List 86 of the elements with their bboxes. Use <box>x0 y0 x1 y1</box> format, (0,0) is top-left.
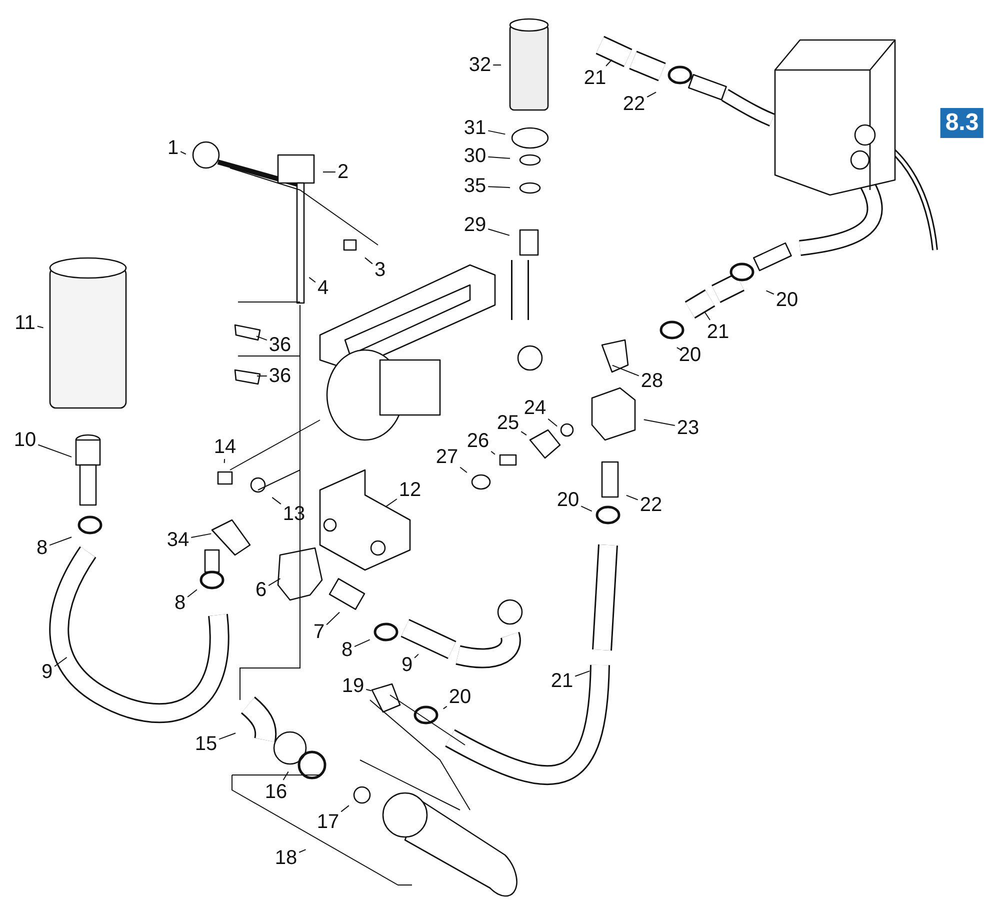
callout-number: 21 <box>582 67 608 89</box>
leader-line <box>268 578 281 586</box>
leader-line <box>460 466 468 473</box>
callout-number: 34 <box>166 529 190 551</box>
leader-line <box>766 290 774 295</box>
leader-line <box>574 670 590 677</box>
leader-line <box>354 639 370 648</box>
callout-number: 29 <box>462 214 488 236</box>
callout-number: 2 <box>336 161 350 183</box>
leader-line <box>442 706 448 710</box>
callout-number: 24 <box>522 397 548 419</box>
leader-line <box>298 849 306 853</box>
callout-number: 18 <box>274 847 298 869</box>
callout-number: 14 <box>212 436 238 458</box>
callout-number: 35 <box>462 175 488 197</box>
leader-line <box>488 186 510 188</box>
leader-line <box>54 656 68 667</box>
callout-number: 6 <box>254 579 268 601</box>
callout-number: 25 <box>496 412 520 434</box>
callout-number: 8 <box>35 537 49 559</box>
leader-line <box>272 496 282 505</box>
leader-line <box>308 276 316 283</box>
leader-line <box>626 494 638 500</box>
callout-number: 20 <box>678 344 702 366</box>
callout-number: 20 <box>556 489 580 511</box>
callout-number: 23 <box>676 417 700 439</box>
leader-line <box>488 228 510 236</box>
callout-number: 1 <box>166 137 180 159</box>
leader-line <box>606 59 612 66</box>
leader-line <box>488 156 511 159</box>
callout-number: 15 <box>194 733 218 755</box>
callout-number: 26 <box>466 430 490 452</box>
leader-line <box>256 336 268 341</box>
leader-line <box>187 589 198 598</box>
leader-line <box>190 533 212 538</box>
callout-number: 22 <box>638 494 664 516</box>
leader-line <box>704 312 710 320</box>
callout-number: 19 <box>340 675 366 697</box>
callout-number: 4 <box>316 277 330 299</box>
leader-line <box>364 257 373 264</box>
callout-number: 20 <box>774 289 800 311</box>
callout-number: 11 <box>14 312 36 334</box>
callout-number: 28 <box>640 370 664 392</box>
callout-number: 7 <box>312 621 326 643</box>
callout-number: 9 <box>40 661 54 683</box>
callout-number: 21 <box>706 321 730 343</box>
callout-number: 32 <box>468 54 492 76</box>
callout-number: 10 <box>12 429 38 451</box>
leader-line <box>646 92 657 98</box>
leader-line <box>38 444 72 458</box>
leader-line <box>326 612 340 626</box>
leader-line <box>580 506 592 512</box>
callout-number: 31 <box>462 117 488 139</box>
leader-line <box>282 771 289 780</box>
leader-line <box>366 688 372 692</box>
callout-number: 22 <box>622 93 646 115</box>
leader-line <box>36 326 44 328</box>
leader-line <box>224 458 226 464</box>
leader-line <box>492 64 502 66</box>
callout-number: 20 <box>448 686 472 708</box>
callout-number: 36 <box>268 334 292 356</box>
leader-line <box>414 654 419 658</box>
callout-number: 9 <box>400 654 414 676</box>
callout-number: 17 <box>316 811 340 833</box>
leader-line <box>218 732 236 740</box>
callout-number: 3 <box>373 259 387 281</box>
leader-line <box>384 498 398 508</box>
leader-line <box>180 151 186 155</box>
callout-number: 8 <box>340 639 354 661</box>
callout-number: 36 <box>268 365 292 387</box>
callout-number: 21 <box>550 670 574 692</box>
leader-line <box>612 364 640 376</box>
leader-line <box>548 418 558 427</box>
reference-tag: 8.3 <box>940 108 984 138</box>
leader-line <box>490 450 496 455</box>
leader-line <box>488 130 506 135</box>
callout-number: 27 <box>434 446 460 468</box>
callout-number: 8 <box>173 592 187 614</box>
callout-number: 30 <box>462 145 488 167</box>
leader-line <box>520 431 527 436</box>
leader-line <box>676 347 682 351</box>
leader-line <box>49 536 72 546</box>
callout-number: 16 <box>264 781 288 803</box>
leader-line <box>643 419 676 426</box>
leader-line <box>340 805 350 812</box>
callout-number: 12 <box>398 479 422 501</box>
